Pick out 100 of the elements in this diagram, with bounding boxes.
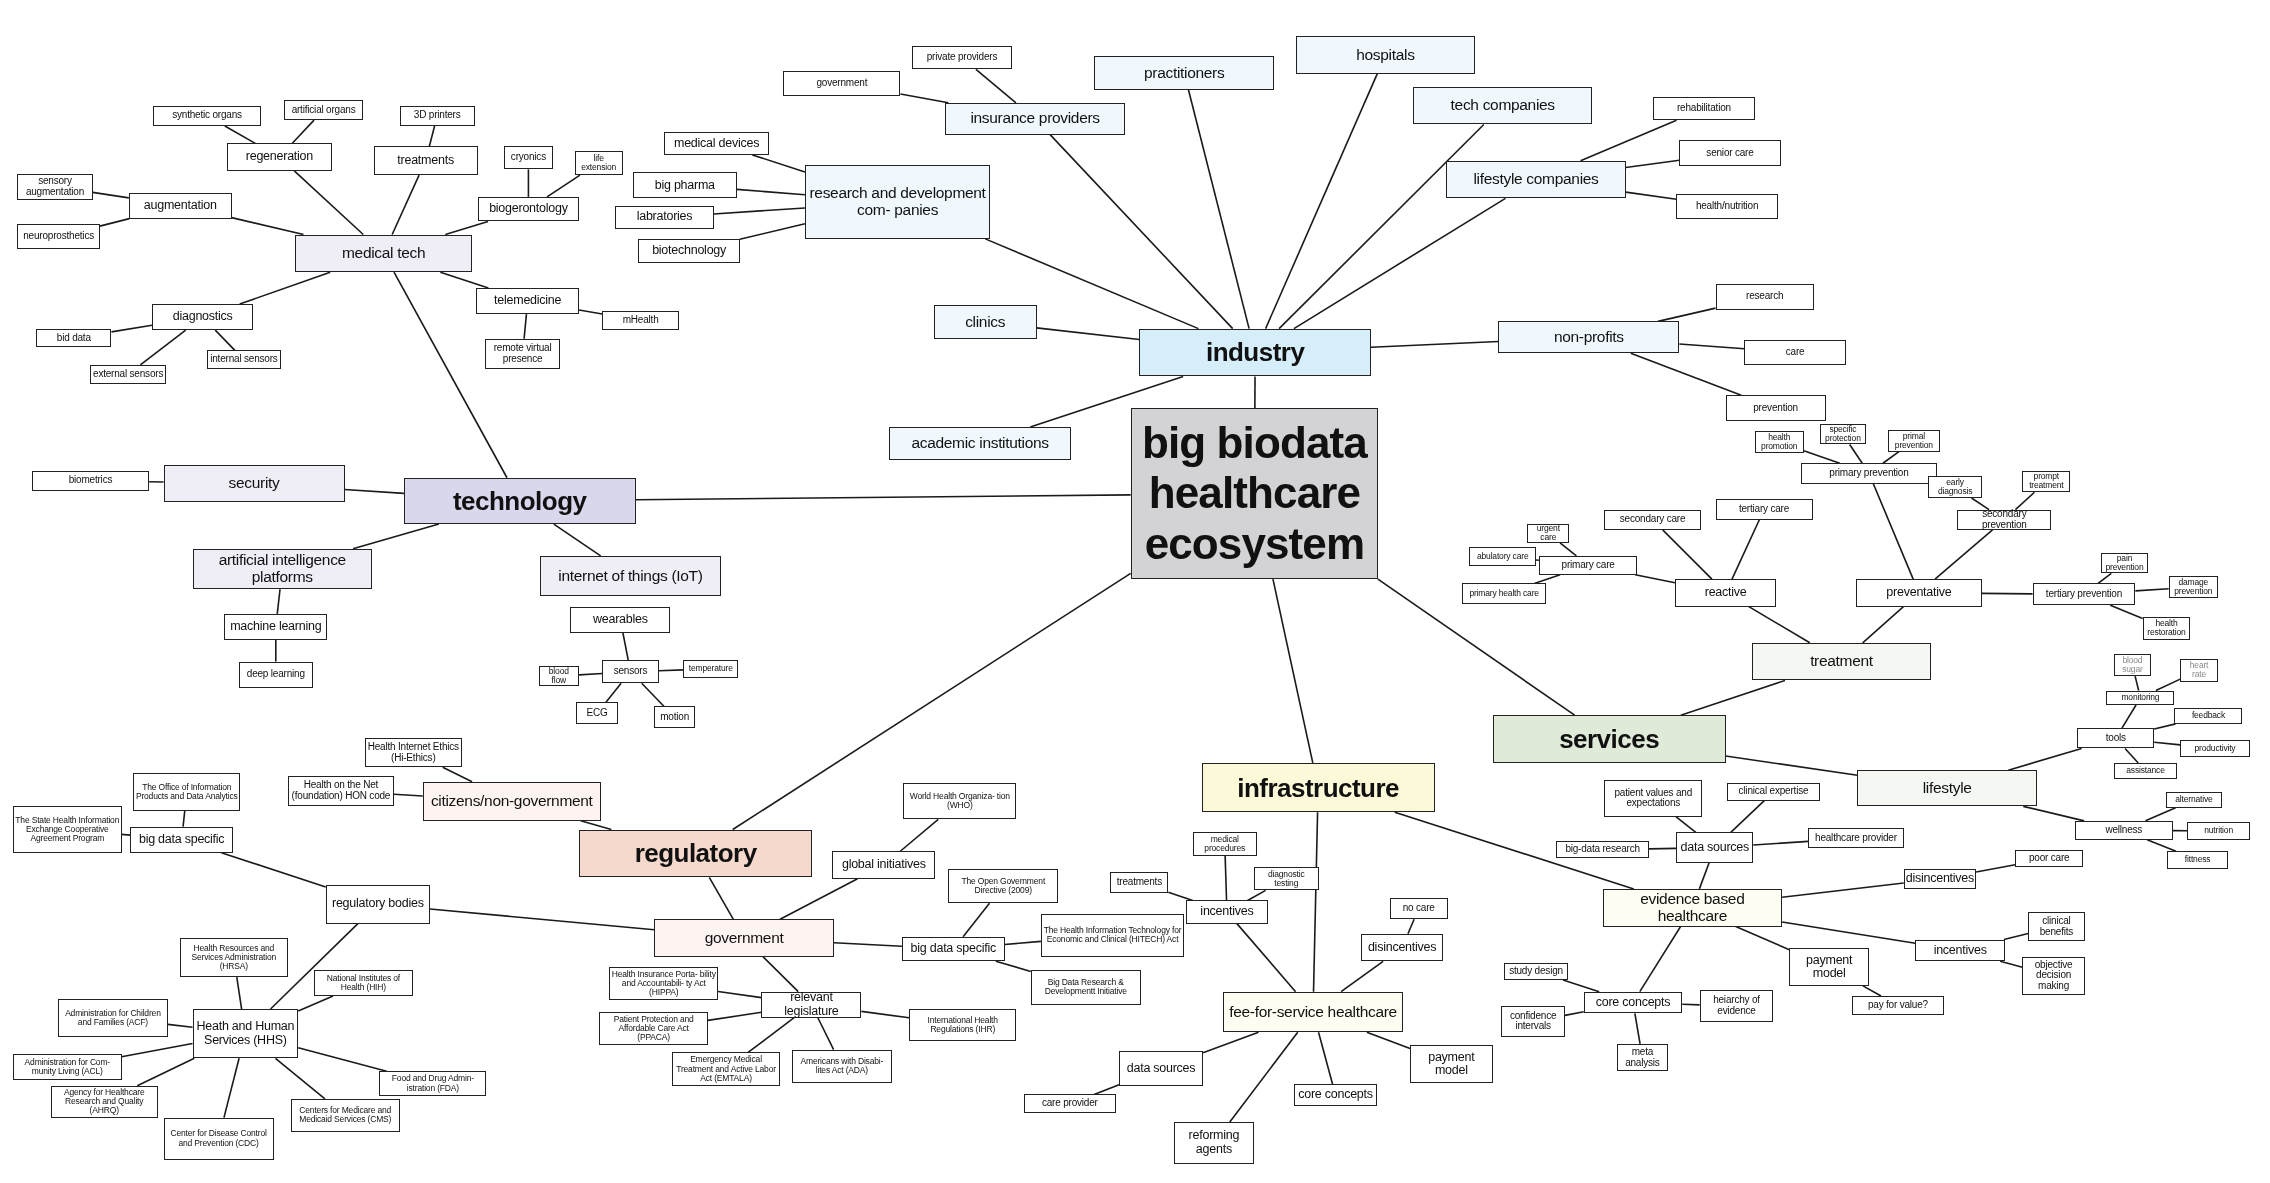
topic-box: deep learning xyxy=(238,661,313,688)
topic-box: tertiary care xyxy=(1715,499,1813,520)
topic-box: sensory augmentation xyxy=(17,173,93,200)
connector-line xyxy=(1678,343,1746,350)
topic-box: abulatory care xyxy=(1469,547,1536,567)
topic-box: care xyxy=(1744,340,1846,365)
connector-line xyxy=(708,876,735,921)
topic-box: The Open Government Directive (2009) xyxy=(948,868,1059,904)
category-box: regulatory xyxy=(579,829,813,878)
connector-line xyxy=(2146,838,2177,853)
connector-line xyxy=(1340,960,1384,993)
topic-box: wellness xyxy=(2074,820,2173,840)
topic-box: clinical benefits xyxy=(2028,912,2085,941)
connector-line xyxy=(546,174,581,198)
topic-box: Center for Disease Control and Prevention (CDC) xyxy=(163,1117,274,1160)
topic-box: data sources xyxy=(1119,1051,1203,1086)
topic-box: Agency for Healthcare Research and Quality (AHRQ) xyxy=(50,1085,158,1118)
topic-box: Health on the Net (foundation) HON code xyxy=(288,775,394,807)
topic-box: wearables xyxy=(570,606,671,633)
connector-line xyxy=(1781,921,1917,945)
topic-box: mHealth xyxy=(602,311,679,331)
topic-box: primary health care xyxy=(1462,583,1547,604)
topic-box: prevention xyxy=(1725,395,1826,422)
topic-box: government xyxy=(783,70,901,96)
topic-box: government xyxy=(654,919,834,957)
connector-line xyxy=(269,922,359,1010)
topic-box: evidence based healthcare xyxy=(1602,888,1783,927)
topic-box: biogerontology xyxy=(477,196,580,222)
topic-box: remote virtual presence xyxy=(484,338,561,370)
connector-line xyxy=(817,1016,835,1051)
topic-box: medical procedures xyxy=(1192,832,1257,856)
topic-box: National Institutes of Health (HIH) xyxy=(314,969,413,996)
topic-box: no care xyxy=(1389,897,1448,920)
connector-line xyxy=(1872,482,1914,580)
topic-box: reactive xyxy=(1675,579,1777,607)
topic-box: big data specific xyxy=(130,826,234,853)
topic-box: medical tech xyxy=(295,234,472,273)
topic-box: fittness xyxy=(2167,851,2228,869)
topic-box: relevant legislature xyxy=(761,991,862,1018)
topic-box: artificial intelligence platforms xyxy=(192,548,373,590)
connector-line xyxy=(1293,197,1507,330)
connector-line xyxy=(148,480,165,483)
connector-line xyxy=(634,494,1132,501)
topic-box: clinics xyxy=(933,305,1037,339)
topic-box: payment model xyxy=(1410,1045,1493,1083)
topic-box: treatments xyxy=(373,146,478,176)
topic-box: patient values and expectations xyxy=(1604,780,1703,817)
connector-line xyxy=(1407,918,1415,935)
topic-box: diagnostics xyxy=(152,304,254,331)
connector-line xyxy=(297,995,334,1012)
central-topic-box: big biodata healthcare ecosystem xyxy=(1130,408,1379,580)
topic-box: Emergency Medical Treatment and Active Labor Act (EMTALA) xyxy=(671,1052,781,1086)
topic-box: prompt treatment xyxy=(2022,470,2071,493)
topic-box: life extension xyxy=(574,150,623,176)
connector-line xyxy=(1675,815,1697,834)
topic-box: incentives xyxy=(1185,900,1269,924)
connector-line xyxy=(578,309,604,315)
connector-line xyxy=(274,1057,326,1100)
category-box: technology xyxy=(403,477,636,525)
connector-line xyxy=(523,313,528,340)
topic-box: hospitals xyxy=(1295,36,1476,74)
connector-line xyxy=(1202,1031,1260,1054)
connector-line xyxy=(527,168,530,198)
topic-box: ECG xyxy=(576,702,619,724)
connector-line xyxy=(640,682,665,708)
topic-box: Health Internet Ethics (Hi-Ethics) xyxy=(364,738,462,768)
connector-line xyxy=(995,960,1032,973)
connector-line xyxy=(707,1011,763,1022)
topic-box: confidence intervals xyxy=(1501,1006,1565,1037)
connector-line xyxy=(1848,443,1864,465)
topic-box: Americans with Disabi- lites Act (ADA) xyxy=(791,1049,892,1083)
topic-box: machine learning xyxy=(224,613,328,640)
connector-line xyxy=(1317,1031,1334,1086)
topic-box: cryonics xyxy=(503,146,553,170)
connector-line xyxy=(2153,723,2177,730)
topic-box: Patient Protection and Affordable Care Act (PPACA) xyxy=(599,1011,708,1046)
topic-box: temperature xyxy=(683,660,739,678)
topic-box: global initiatives xyxy=(832,851,936,879)
connector-line xyxy=(2022,805,2085,822)
connector-line xyxy=(1648,847,1678,850)
connector-line xyxy=(1049,133,1234,330)
connector-line xyxy=(224,125,257,145)
topic-box: data sources xyxy=(1676,832,1754,863)
topic-box: practitioners xyxy=(1094,56,1274,90)
connector-line xyxy=(1370,340,1500,349)
connector-line xyxy=(2134,587,2170,592)
connector-line xyxy=(343,488,405,495)
topic-box: diagnostic testing xyxy=(1253,867,1319,891)
topic-box: payment model xyxy=(1789,948,1869,986)
connector-line xyxy=(1254,375,1256,410)
topic-box: fee-for-service healthcare xyxy=(1223,991,1403,1033)
topic-box: Centers for Medicare and Medicaid Services (CMS) xyxy=(291,1098,400,1133)
topic-box: labratories xyxy=(615,205,714,229)
connector-line xyxy=(275,639,277,663)
connector-line xyxy=(962,902,991,938)
topic-box: tech companies xyxy=(1412,86,1593,125)
connector-line xyxy=(236,976,243,1010)
connector-line xyxy=(1999,960,2024,969)
connector-line xyxy=(1167,891,1194,902)
topic-box: treatment xyxy=(1751,642,1932,681)
